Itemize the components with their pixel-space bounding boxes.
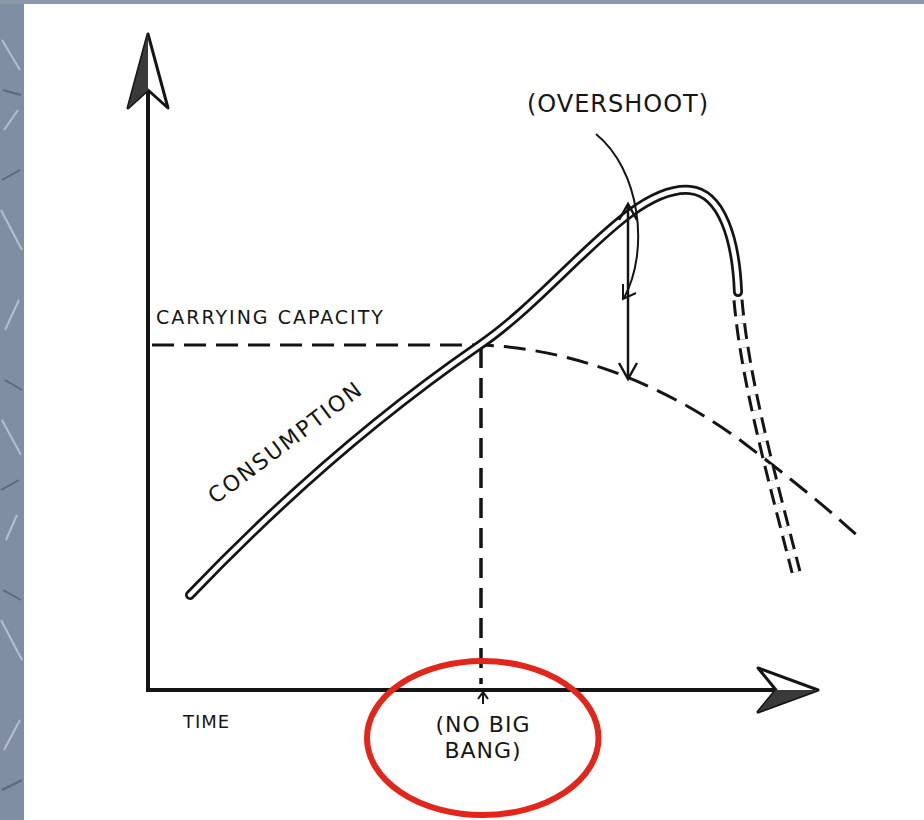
carrying-capacity-line — [152, 345, 862, 540]
axis-label: TIME — [183, 712, 230, 733]
leader-arrowhead — [623, 284, 636, 299]
consumption-curve — [190, 190, 738, 595]
line-label: CARRYING CAPACITY — [156, 307, 385, 329]
threshold-line — [479, 348, 483, 684]
overshoot-arrow — [619, 204, 637, 220]
annotation-text: (NO BIG BANG) — [408, 712, 558, 765]
collapse-curve — [738, 300, 796, 572]
axis-arrowhead — [128, 34, 168, 108]
axis-arrowhead — [758, 668, 818, 712]
photo-texture — [1, 90, 22, 790]
axis-arrowhead — [128, 34, 148, 108]
collapse-curve — [738, 300, 796, 572]
leader-line — [596, 134, 638, 298]
pointer-arrow — [478, 692, 488, 699]
overshoot-arrow — [619, 363, 637, 379]
ellipse-outline — [367, 661, 599, 815]
axis-arrowhead — [758, 690, 818, 712]
photo-border — [0, 0, 24, 820]
pointer-arrow — [482, 694, 484, 704]
y-axis — [146, 92, 150, 692]
consumption-curve — [190, 190, 738, 595]
photo-texture — [1, 40, 22, 750]
callout-label: (OVERSHOOT) — [527, 91, 709, 119]
annotation-ellipse: (NO BIG BANG) — [364, 658, 602, 818]
x-axis — [146, 688, 775, 692]
photo-border — [0, 0, 924, 4]
curve-label: CONSUMPTION — [204, 377, 369, 510]
